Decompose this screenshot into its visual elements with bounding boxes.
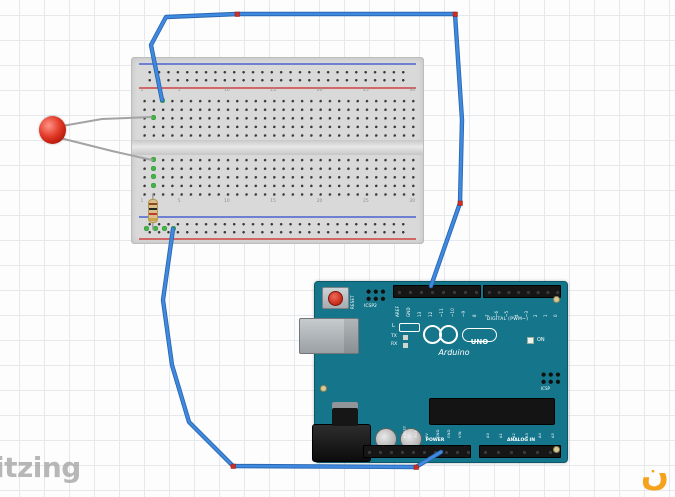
arduino-brand-label: Arduino bbox=[438, 348, 470, 357]
icsp-header[interactable] bbox=[540, 371, 562, 385]
digital-header-left[interactable] bbox=[393, 285, 481, 298]
connected-hole[interactable] bbox=[151, 157, 156, 162]
resistor-band bbox=[148, 212, 157, 216]
tx-led bbox=[403, 335, 408, 340]
reset-button[interactable] bbox=[328, 291, 343, 306]
connected-hole[interactable] bbox=[144, 226, 149, 231]
resistor-band bbox=[148, 218, 157, 221]
voltage-regulator bbox=[332, 402, 358, 426]
breadboard-column-number: 30 bbox=[409, 88, 416, 93]
tx-label: TX bbox=[391, 334, 397, 339]
breadboard-center-channel bbox=[132, 140, 423, 155]
breadboard-bottom-blue-rail-line bbox=[139, 216, 416, 218]
wire-pin13-to-breadboard[interactable] bbox=[148, 11, 465, 289]
breadboard-column-number: 25 bbox=[363, 88, 369, 93]
on-led bbox=[527, 337, 534, 344]
power-caption: POWER bbox=[425, 438, 445, 443]
breadboard-column-number: 5 bbox=[177, 88, 181, 93]
analog-header[interactable] bbox=[479, 445, 561, 458]
connected-hole[interactable] bbox=[151, 183, 156, 188]
connected-hole[interactable] bbox=[162, 226, 167, 231]
breadboard-upper-bank-holes[interactable] bbox=[140, 97, 416, 140]
icsp-label: ICSP bbox=[541, 386, 550, 391]
breadboard-column-number: 1 bbox=[140, 88, 144, 93]
power-header[interactable] bbox=[363, 445, 471, 458]
breadboard-top-blue-rail-line bbox=[139, 63, 416, 65]
led-l-box bbox=[399, 323, 420, 332]
rx-label: RX bbox=[391, 342, 398, 347]
breadboard-column-number: 30 bbox=[409, 199, 416, 204]
corner-logo: ن bbox=[640, 454, 669, 493]
breadboard-column-number: 10 bbox=[224, 199, 230, 204]
breadboard-column-number: 20 bbox=[316, 88, 323, 93]
digital-header-right[interactable] bbox=[483, 285, 561, 298]
breadboard-column-number: 25 bbox=[363, 199, 369, 204]
analog-caption: ANALOG IN bbox=[507, 438, 535, 443]
led-l-label: L bbox=[392, 323, 395, 329]
breadboard-top-rail-holes[interactable] bbox=[145, 68, 410, 84]
atmega-chip bbox=[429, 398, 555, 425]
breadboard-column-number: 15 bbox=[270, 88, 277, 93]
led-anode-lead[interactable] bbox=[61, 116, 152, 127]
breadboard-lower-bank-holes[interactable] bbox=[140, 156, 416, 199]
uno-pill: UNO bbox=[462, 328, 497, 346]
mounting-hole bbox=[553, 446, 560, 453]
breadboard-top-red-rail-line bbox=[139, 87, 416, 89]
arduino-logo-ring-right bbox=[439, 325, 458, 344]
connected-hole[interactable] bbox=[153, 226, 158, 231]
resistor-band bbox=[148, 202, 157, 206]
breadboard-bottom-rail-holes[interactable] bbox=[145, 220, 410, 236]
breadboard-bottom-red-rail-line bbox=[139, 238, 416, 240]
breadboard-column-number: 20 bbox=[316, 199, 323, 204]
on-label: ON bbox=[537, 337, 545, 343]
fritzing-watermark: fritzing bbox=[0, 451, 81, 484]
icsp2-label: ICSP2 bbox=[364, 304, 377, 309]
mounting-hole bbox=[320, 385, 327, 392]
wire-bendpoints[interactable] bbox=[230, 11, 463, 470]
arduino-uno-board[interactable]: RESET ICSP2 DIGITAL (PWM~) L TX RX UNO A… bbox=[299, 281, 568, 463]
connected-hole[interactable] bbox=[151, 166, 156, 171]
rx-led bbox=[403, 343, 408, 348]
connected-hole[interactable] bbox=[151, 115, 156, 120]
connected-hole[interactable] bbox=[151, 174, 156, 179]
red-led[interactable] bbox=[39, 116, 66, 144]
resistor-band bbox=[148, 207, 157, 211]
resistor[interactable] bbox=[147, 199, 158, 223]
wire-gnd-to-breadboard[interactable] bbox=[160, 226, 444, 470]
breadboard-column-number: 5 bbox=[177, 199, 181, 204]
led-cathode-lead[interactable] bbox=[59, 137, 153, 161]
breadboard-column-number: 10 bbox=[224, 88, 230, 93]
mounting-hole bbox=[553, 296, 560, 303]
breadboard-column-number: 1 bbox=[140, 199, 144, 204]
digital-caption: DIGITAL (PWM~) bbox=[486, 317, 529, 322]
icsp2-header[interactable] bbox=[365, 288, 387, 302]
usb-port bbox=[299, 318, 359, 354]
uno-label: UNO bbox=[470, 338, 489, 346]
breadboard-column-number: 15 bbox=[270, 199, 277, 204]
